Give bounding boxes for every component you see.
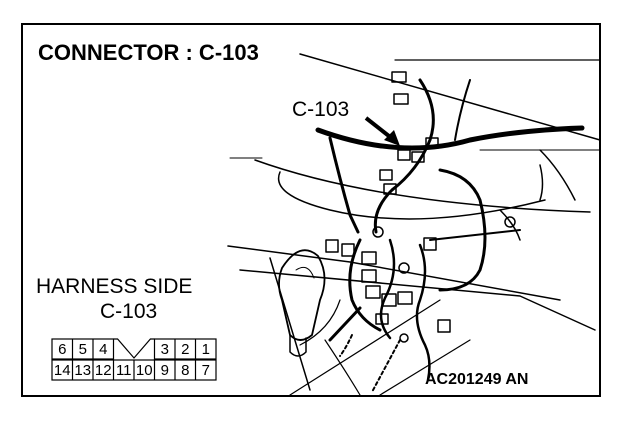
connector-pin: 1 — [202, 341, 210, 358]
connector-pin: 7 — [202, 362, 210, 379]
connector-pin: 10 — [136, 362, 153, 379]
harness-side-label: HARNESS SIDE — [36, 275, 192, 298]
diagram-title: CONNECTOR : C-103 — [38, 40, 259, 65]
callout-arrow — [364, 116, 400, 146]
connector-pin: 9 — [161, 362, 169, 379]
connector-pin: 11 — [116, 362, 132, 379]
callout-label: C-103 — [292, 98, 349, 121]
figure-code: AC201249 AN — [425, 371, 528, 388]
pin-row-top-right-outline — [153, 338, 217, 360]
connector-pin: 3 — [161, 341, 169, 358]
harness-connector-label: C-103 — [100, 300, 157, 323]
connector-key-notch — [113, 338, 155, 359]
connector-pin: 13 — [74, 362, 91, 379]
diagram-frame — [21, 23, 601, 397]
connector-pin: 6 — [58, 341, 66, 358]
connector-pin: 5 — [79, 341, 87, 358]
vehicle-illustration — [227, 53, 601, 396]
pin-row-top-left-outline — [51, 338, 115, 360]
connector-pin: 8 — [181, 362, 189, 379]
connector-pin: 4 — [99, 341, 107, 358]
connector-pin: 12 — [95, 362, 112, 379]
connector-pin: 14 — [54, 362, 71, 379]
connector-pin: 2 — [181, 341, 189, 358]
